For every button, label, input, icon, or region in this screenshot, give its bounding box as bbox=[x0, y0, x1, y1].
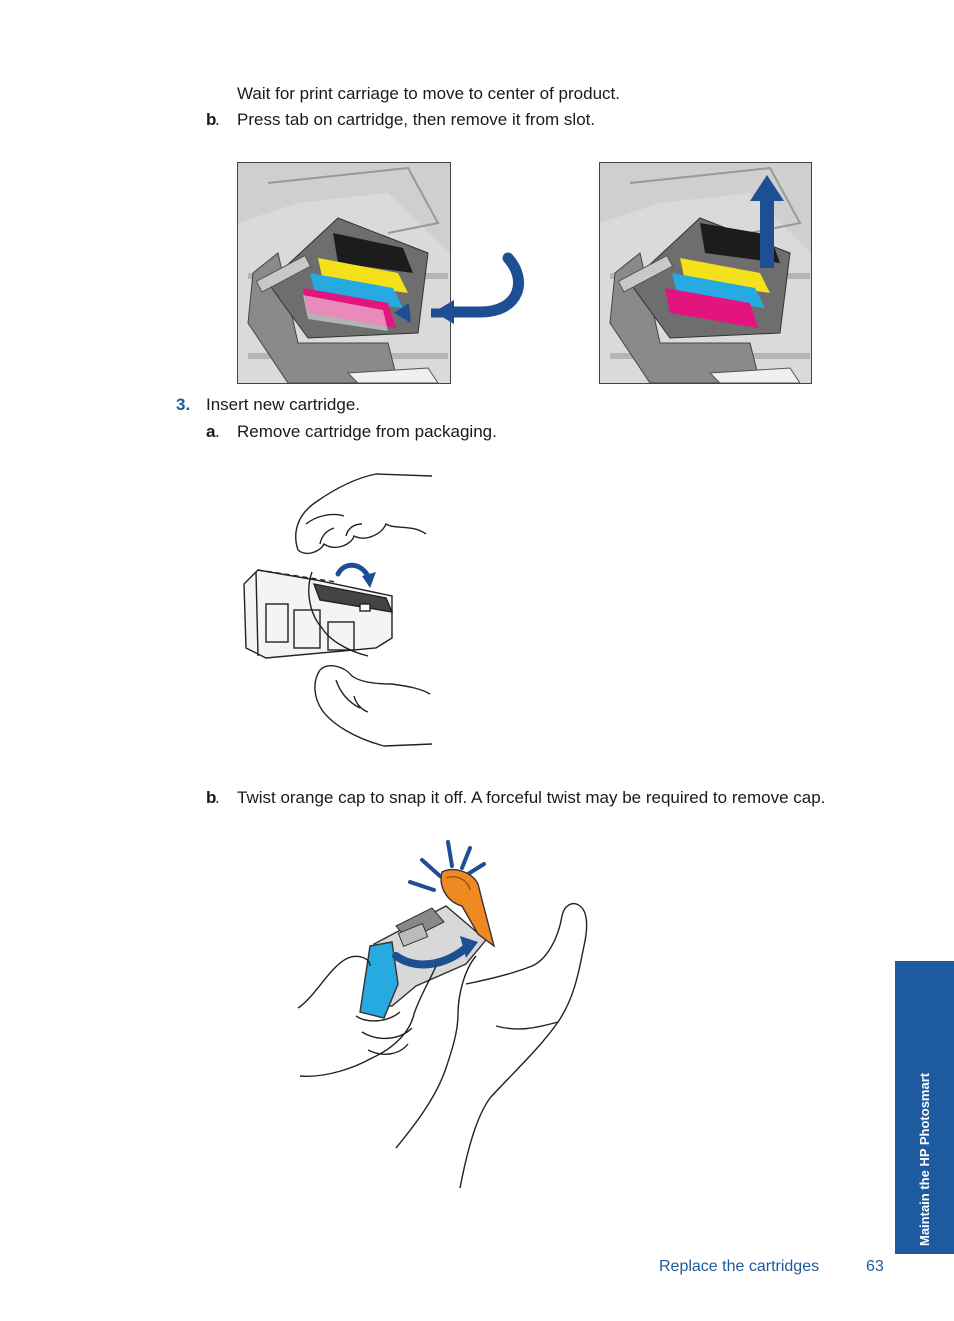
yellow-cartridge bbox=[318, 258, 408, 293]
cyan-tab bbox=[359, 941, 399, 1019]
step-3a-text: Remove cartridge from packaging. bbox=[237, 422, 497, 441]
arrow-up-icon bbox=[750, 175, 784, 268]
step-3b-dot: . bbox=[215, 788, 220, 807]
twist-arrow-icon bbox=[392, 936, 478, 969]
step-3a-dot: . bbox=[215, 422, 220, 441]
photo-remove-cartridge bbox=[599, 162, 812, 384]
step-2b-text: Press tab on cartridge, then remove it f… bbox=[237, 110, 596, 129]
side-tab: Maintain the HP Photosmart bbox=[895, 961, 954, 1254]
step-2b-letter: b bbox=[206, 110, 217, 129]
footer-section-title: Replace the cartridges bbox=[659, 1258, 820, 1275]
cyan-cartridge bbox=[310, 273, 403, 308]
step-3a-letter: a bbox=[206, 422, 216, 441]
step-3-text: Insert new cartridge. bbox=[206, 395, 361, 414]
step-3b-text: Twist orange cap to snap it off. A force… bbox=[237, 788, 826, 807]
illustration-remove-packaging bbox=[243, 473, 432, 747]
intro-line: Wait for print carriage to move to cente… bbox=[237, 84, 620, 103]
curl-arrow-icon bbox=[335, 562, 376, 588]
orange-cap bbox=[440, 868, 496, 948]
photo-press-tab bbox=[237, 162, 451, 384]
arrow-curved-icon bbox=[434, 252, 525, 324]
side-tab-label: Maintain the HP Photosmart bbox=[917, 1072, 932, 1246]
step-3b-letter: b bbox=[206, 788, 217, 807]
black-cartridge bbox=[333, 233, 413, 273]
illustration-twist-cap bbox=[297, 840, 588, 1189]
step-3-number: 3. bbox=[176, 395, 191, 414]
snap-burst-icon bbox=[408, 840, 486, 892]
footer-page-number: 63 bbox=[866, 1258, 884, 1275]
arrow-curved-icon bbox=[394, 303, 450, 323]
step-2b-dot: . bbox=[215, 110, 220, 129]
